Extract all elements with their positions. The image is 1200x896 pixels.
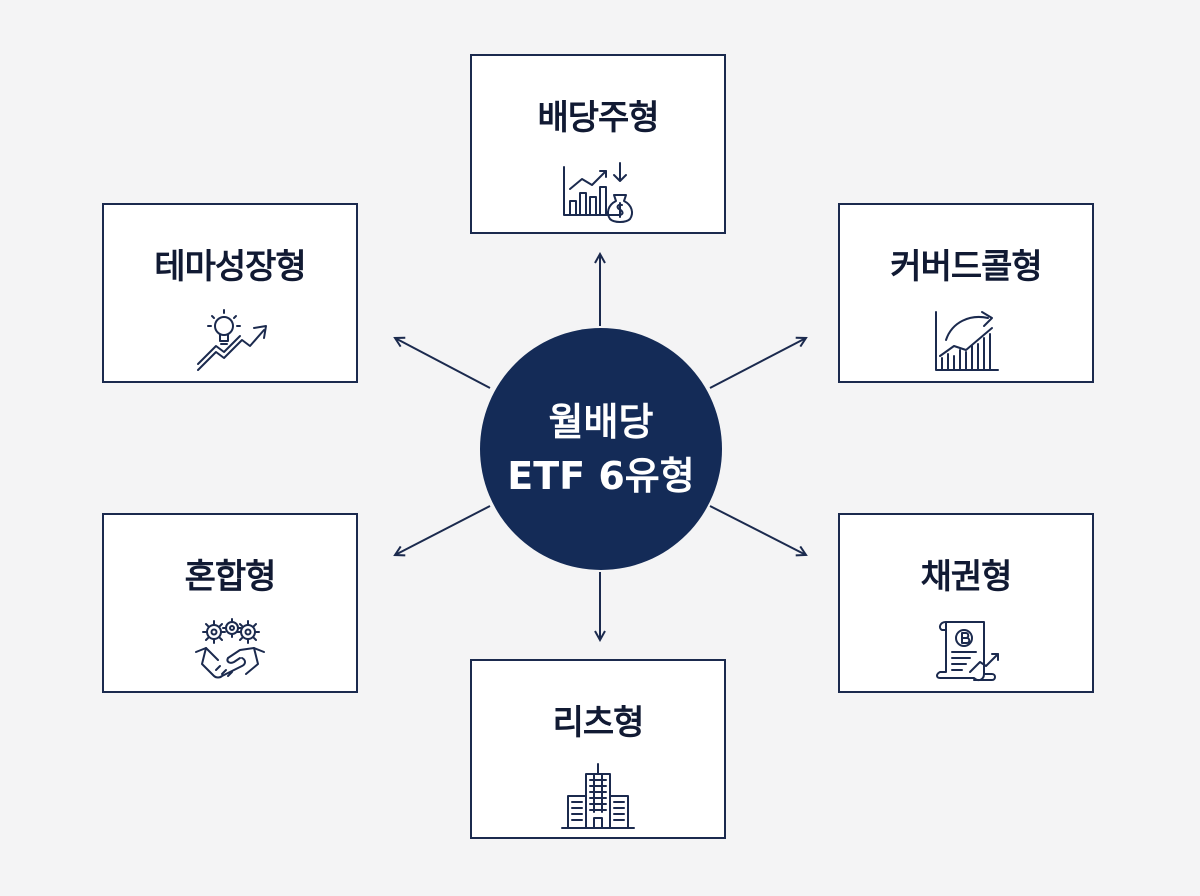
node-theme: 테마성장형 xyxy=(102,203,358,383)
node-covered-call: 커버드콜형 xyxy=(838,203,1094,383)
arrow-to-covered-call xyxy=(709,338,806,389)
center-circle: 월배당 ETF 6유형 xyxy=(480,328,722,570)
center-title-line2: ETF 6유형 xyxy=(507,454,695,498)
node-bond-label: 채권형 xyxy=(920,557,1013,597)
center-title-line1: 월배당 xyxy=(548,400,654,444)
bond-document-icon xyxy=(926,616,1006,688)
dividend-chart-money-bag-icon xyxy=(558,157,638,229)
node-covered-call-label: 커버드콜형 xyxy=(890,247,1042,287)
node-reits: 리츠형 xyxy=(470,659,726,839)
node-bond: 채권형 xyxy=(838,513,1094,693)
node-dividend: 배당주형 xyxy=(470,54,726,234)
lightbulb-growth-arrow-icon xyxy=(190,306,270,378)
covered-call-chart-icon xyxy=(926,306,1006,378)
node-mixed: 혼합형 xyxy=(102,513,358,693)
gears-handshake-icon xyxy=(190,616,270,688)
arrow-to-theme xyxy=(395,338,491,389)
node-reits-label: 리츠형 xyxy=(552,703,645,743)
office-building-icon xyxy=(558,762,638,834)
node-theme-label: 테마성장형 xyxy=(154,247,306,287)
arrow-to-bond xyxy=(709,505,806,555)
node-mixed-label: 혼합형 xyxy=(184,557,277,597)
arrow-to-mixed xyxy=(395,505,491,555)
node-dividend-label: 배당주형 xyxy=(537,98,659,138)
